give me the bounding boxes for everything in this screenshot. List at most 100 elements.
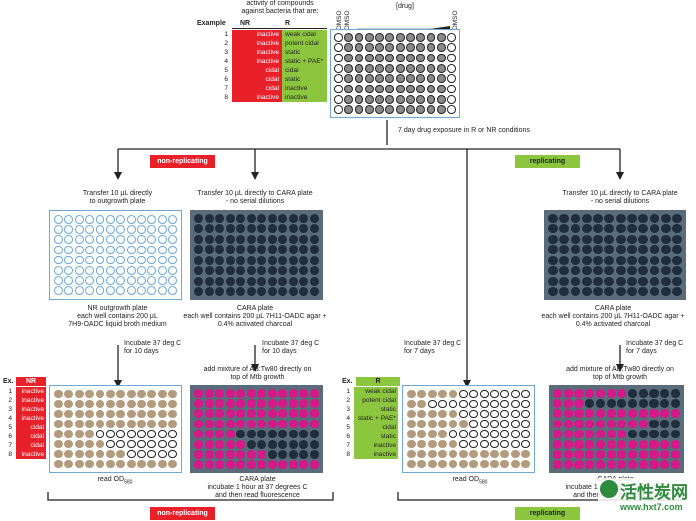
cara-plate-right — [544, 210, 686, 300]
well — [64, 255, 74, 265]
well — [116, 286, 126, 295]
well — [64, 286, 74, 295]
row-number: 6 — [8, 433, 12, 440]
well — [85, 449, 94, 459]
well — [649, 429, 659, 439]
well — [407, 419, 416, 429]
well — [236, 399, 246, 408]
well — [85, 459, 94, 468]
well — [521, 429, 530, 439]
well — [426, 43, 436, 53]
well — [627, 234, 637, 244]
well — [95, 225, 105, 234]
well — [85, 439, 94, 449]
well — [225, 399, 235, 408]
well — [354, 63, 364, 73]
well — [521, 390, 530, 399]
well — [215, 460, 225, 469]
well — [490, 399, 499, 409]
well — [64, 459, 74, 468]
well — [288, 419, 298, 429]
dmso-label-3: DMSO — [452, 10, 459, 31]
well — [447, 105, 456, 114]
well — [574, 419, 584, 429]
well — [85, 215, 94, 224]
well — [364, 94, 374, 104]
well — [521, 439, 530, 449]
well — [574, 389, 584, 398]
well — [563, 389, 573, 398]
well — [407, 439, 416, 449]
rep-label-top: replicating — [515, 155, 580, 168]
well — [649, 409, 659, 419]
well — [95, 286, 105, 295]
nr-plate-cap1: NR outgrowth plate — [87, 305, 148, 312]
header-divider — [232, 28, 327, 29]
nr-header: NR — [240, 20, 251, 27]
well — [299, 450, 309, 459]
well — [563, 409, 573, 419]
well — [490, 429, 499, 439]
well — [617, 419, 627, 429]
well — [257, 287, 267, 296]
well — [660, 214, 671, 223]
well — [168, 255, 177, 265]
well — [236, 214, 246, 223]
well — [309, 276, 319, 286]
row-number: 8 — [8, 451, 12, 458]
well — [246, 450, 256, 459]
well — [417, 390, 427, 399]
right-incubate1-l1: Incubate 37 deg C — [404, 340, 462, 347]
well — [638, 399, 648, 408]
nr-value: inactive — [16, 450, 46, 459]
right-incubate1-l2: for 7 days — [404, 348, 435, 355]
well — [344, 63, 354, 73]
well — [672, 234, 682, 244]
well — [406, 53, 415, 63]
well — [344, 74, 354, 84]
well — [126, 255, 136, 265]
left-nr-header: NR — [16, 377, 46, 386]
well — [278, 460, 288, 469]
well — [95, 215, 105, 224]
well — [309, 287, 319, 296]
well — [194, 276, 204, 286]
well — [627, 409, 638, 419]
well — [593, 287, 603, 296]
well — [334, 43, 343, 53]
well — [672, 255, 682, 265]
well — [204, 234, 214, 244]
well — [147, 225, 157, 234]
well — [168, 276, 177, 285]
well — [448, 390, 458, 399]
well — [548, 214, 558, 223]
well — [553, 389, 563, 398]
well — [246, 287, 256, 296]
row-number: 3 — [346, 406, 350, 413]
well — [225, 429, 235, 439]
nr-value: cidal — [232, 75, 282, 84]
well — [660, 255, 671, 265]
well — [563, 460, 573, 469]
well — [627, 419, 638, 429]
well — [147, 459, 157, 468]
well — [416, 53, 426, 63]
well — [334, 84, 343, 94]
well — [267, 234, 277, 244]
well — [168, 286, 177, 295]
nr-plate-cap3: 7H9-OADC liquid broth medium — [68, 321, 167, 328]
well — [469, 399, 479, 409]
well — [168, 265, 177, 275]
well — [309, 389, 319, 398]
watermark-cn: 活性炭网 — [620, 483, 688, 503]
top-example-plate — [330, 29, 460, 118]
well — [416, 105, 426, 114]
watermark-logo-icon — [600, 480, 618, 498]
well — [559, 255, 570, 265]
well — [137, 276, 146, 285]
well — [406, 33, 415, 42]
